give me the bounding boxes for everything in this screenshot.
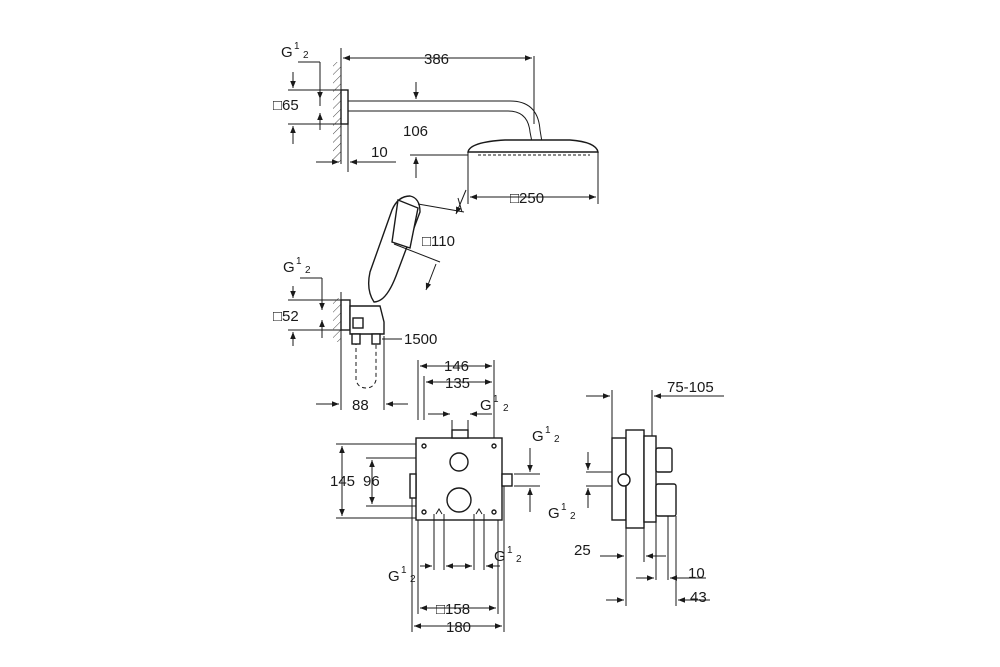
dim-hand-outlet: 88: [352, 397, 369, 414]
dim-projection: 43: [690, 589, 707, 606]
thread-label-right: G: [532, 428, 544, 445]
dim-plate-size: □158: [436, 601, 470, 618]
dim-arm-length: 386: [424, 51, 449, 68]
thermostat-side-view: 75-105 G 1 2 25 10 43: [548, 379, 724, 606]
thread-sup-hand: 1: [296, 256, 302, 267]
thread-bl-sup: 1: [401, 565, 407, 576]
thread-side-sup: 1: [561, 502, 567, 513]
dim-arm-flange: □65: [273, 97, 299, 114]
side-diverter-knob: [655, 447, 673, 473]
dim-plate-width: 180: [446, 619, 471, 636]
overhead-shower-head: [467, 139, 599, 153]
thread-right-sub: 2: [554, 434, 560, 445]
hand-shower-view: □110 G 1 2 □52 1500 88: [273, 189, 467, 414]
dim-depth-range: 75-105: [667, 379, 714, 396]
thread-right-sup: 1: [545, 425, 551, 436]
dim-body-height-outer: 145: [330, 473, 355, 490]
thread-sub-hand: 2: [305, 265, 311, 276]
diverter-knob: [449, 452, 469, 472]
dim-body-height-inner: 96: [363, 473, 380, 490]
wall-hatch: [333, 62, 341, 162]
thermostat-front-view: 146 135 G 1 2 G 1 2 145 96: [330, 358, 560, 636]
thread-label-arm: G: [281, 44, 293, 61]
dim-head-size: □250: [510, 190, 544, 207]
hand-holder-flange: [340, 299, 351, 331]
dim-hand-flange: □52: [273, 308, 299, 325]
top-outlet: [451, 429, 469, 439]
thread-br-sup: 1: [507, 545, 513, 556]
thread-label-hand: G: [283, 259, 295, 276]
side-plate: [643, 435, 657, 523]
dim-hand-head: □110: [422, 233, 455, 250]
thread-sub: 2: [303, 50, 309, 61]
thread-top-sup: 1: [493, 394, 499, 405]
dim-body-width-inner: 135: [445, 375, 470, 392]
thread-side-sub: 2: [570, 511, 576, 522]
thread-bl-sub: 2: [410, 574, 416, 585]
dim-projection-small: 10: [688, 565, 705, 582]
right-outlet: [501, 473, 513, 487]
dim-wall-gap: 10: [371, 144, 388, 161]
side-thermostat-knob: [655, 483, 677, 517]
dim-wall-offset: 25: [574, 542, 591, 559]
shower-arm-view: 386 G 1 2 □65 106 10 □250: [273, 41, 599, 207]
shower-arm: [348, 100, 543, 143]
dim-arm-drop: 106: [403, 123, 428, 140]
thread-br-sub: 2: [516, 554, 522, 565]
shower-arm-flange: [340, 89, 349, 125]
thread-label-top: G: [480, 397, 492, 414]
dim-hose-length: 1500: [404, 331, 437, 348]
hand-shower-head: [391, 199, 419, 249]
shower-hose: [355, 334, 377, 389]
thread-sup: 1: [294, 41, 300, 52]
wall-hatch-hand: [333, 298, 341, 342]
thread-label-side: G: [548, 505, 560, 522]
dim-body-width-outer: 146: [444, 358, 469, 375]
thread-label-bottom-left: G: [388, 568, 400, 585]
thread-top-sub: 2: [503, 403, 509, 414]
thread-label-bottom-right: G: [494, 548, 506, 565]
thermostat-knob: [446, 487, 472, 513]
